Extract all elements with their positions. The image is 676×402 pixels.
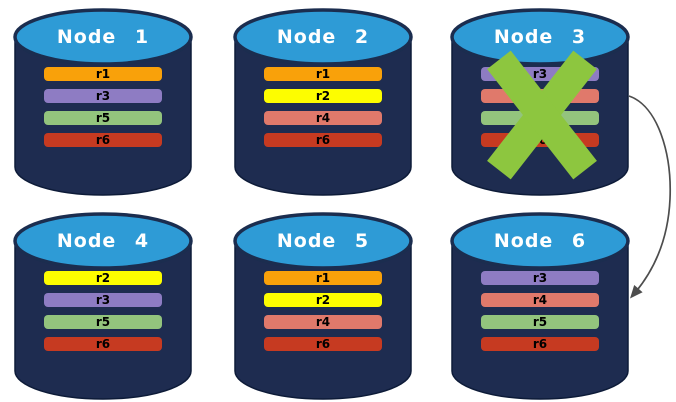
replica-row-r5: r5	[44, 111, 162, 125]
replica-row-r3: r3	[44, 293, 162, 307]
replica-row-r2: r2	[264, 89, 382, 103]
node-rows: r2 r3 r5 r6	[44, 271, 162, 359]
replica-row-r6: r6	[44, 133, 162, 147]
arrow-curve	[628, 95, 672, 295]
replication-arrow	[628, 95, 672, 299]
replica-row-r2: r2	[264, 293, 382, 307]
node-rows: r1 r2 r4 r6	[264, 271, 382, 359]
replica-row-r4: r4	[264, 111, 382, 125]
replica-row-r6: r6	[44, 337, 162, 351]
db-node-1: Node 1 r1 r3 r5 r6	[13, 7, 193, 197]
replica-row-r3: r3	[481, 271, 599, 285]
node-title: Node 1	[56, 26, 150, 48]
node-title: Node 3	[493, 26, 587, 48]
replica-row-r1: r1	[264, 67, 382, 81]
replica-row-r6: r6	[264, 133, 382, 147]
replica-row-r6: r6	[264, 337, 382, 351]
replica-row-r4: r4	[264, 315, 382, 329]
node-title: Node 2	[276, 26, 370, 48]
replica-row-r1: r1	[44, 67, 162, 81]
replica-row-r3: r3	[44, 89, 162, 103]
replica-row-r5: r5	[481, 315, 599, 329]
replica-row-r6: r6	[481, 337, 599, 351]
node-rows: r1 r2 r4 r6	[264, 67, 382, 155]
node-title: Node 4	[56, 230, 150, 252]
db-node-2: Node 2 r1 r2 r4 r6	[233, 7, 413, 197]
replica-row-r5: r5	[44, 315, 162, 329]
replica-row-r2: r2	[44, 271, 162, 285]
node-rows: r3 r4 r5 r6	[481, 271, 599, 359]
db-node-6: Node 6 r3 r4 r5 r6	[450, 211, 630, 401]
db-node-5: Node 5 r1 r2 r4 r6	[233, 211, 413, 401]
replica-row-r1: r1	[264, 271, 382, 285]
node-rows: r1 r3 r5 r6	[44, 67, 162, 155]
arrowhead-icon	[630, 285, 643, 299]
node-title: Node 6	[493, 230, 587, 252]
failure-x-icon	[487, 50, 597, 180]
db-node-4: Node 4 r2 r3 r5 r6	[13, 211, 193, 401]
node-title: Node 5	[276, 230, 370, 252]
replica-row-r4: r4	[481, 293, 599, 307]
